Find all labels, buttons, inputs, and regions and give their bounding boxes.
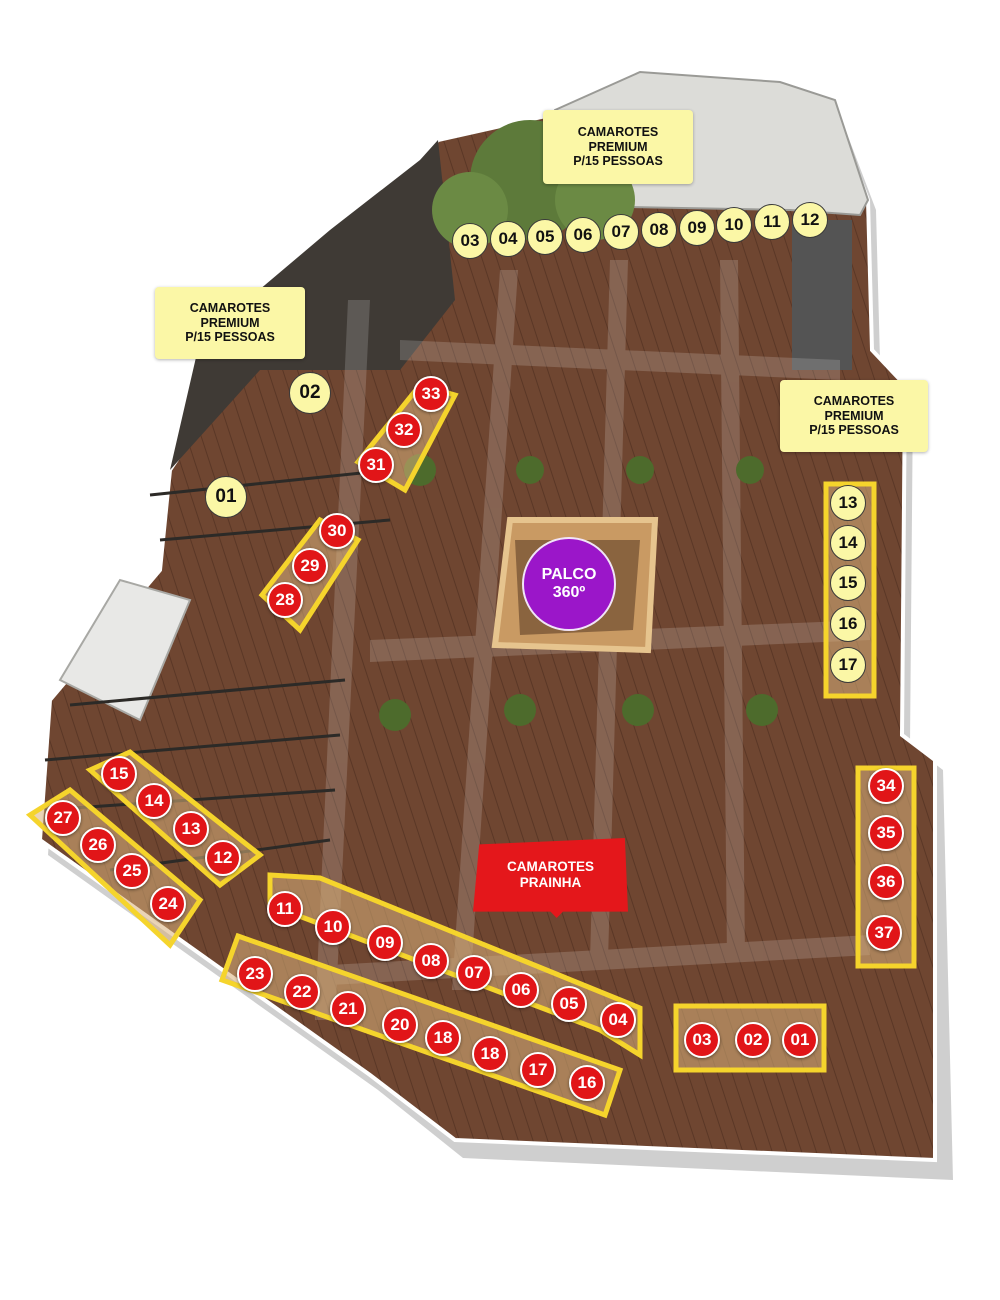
prainha-box-marker[interactable]: 36 <box>868 864 904 900</box>
prainha-box-marker[interactable]: 26 <box>80 827 116 863</box>
premium-box-marker[interactable]: 04 <box>490 221 526 257</box>
prainha-box-marker[interactable]: 14 <box>136 783 172 819</box>
premium-box-marker[interactable]: 12 <box>792 202 828 238</box>
prainha-box-marker[interactable]: 20 <box>382 1007 418 1043</box>
prainha-box-marker[interactable]: 30 <box>319 513 355 549</box>
callout-prainha: CAMAROTES PRAINHA <box>473 838 628 918</box>
premium-box-marker[interactable]: 16 <box>830 606 866 642</box>
premium-box-marker[interactable]: 17 <box>830 647 866 683</box>
prainha-box-marker[interactable]: 13 <box>173 811 209 847</box>
prainha-box-marker[interactable]: 21 <box>330 991 366 1027</box>
callout-line: PREMIUM <box>588 139 648 154</box>
prainha-box-marker[interactable]: 08 <box>413 943 449 979</box>
prainha-box-marker[interactable]: 15 <box>101 756 137 792</box>
callout-line: PREMIUM <box>824 408 884 423</box>
prainha-box-marker[interactable]: 16 <box>569 1065 605 1101</box>
prainha-box-marker[interactable]: 06 <box>503 972 539 1008</box>
prainha-box-marker[interactable]: 29 <box>292 548 328 584</box>
premium-box-marker[interactable]: 11 <box>754 204 790 240</box>
prainha-box-marker[interactable]: 05 <box>551 986 587 1022</box>
premium-box-marker[interactable]: 15 <box>830 565 866 601</box>
callout-line: PRAINHA <box>519 875 582 890</box>
prainha-box-marker[interactable]: 22 <box>284 974 320 1010</box>
callout-line: CAMAROTES <box>189 301 271 316</box>
prainha-box-marker[interactable]: 34 <box>868 768 904 804</box>
prainha-box-marker[interactable]: 02 <box>735 1022 771 1058</box>
callout-line: PREMIUM <box>200 315 260 330</box>
callout-line: CAMAROTES <box>507 859 594 875</box>
callout-premium-top: CAMAROTES PREMIUM P/15 PESSOAS <box>543 110 693 184</box>
prainha-box-marker[interactable]: 10 <box>315 909 351 945</box>
prainha-box-marker[interactable]: 03 <box>684 1022 720 1058</box>
prainha-box-marker[interactable]: 09 <box>367 925 403 961</box>
premium-box-marker[interactable]: 13 <box>830 485 866 521</box>
prainha-box-marker[interactable]: 28 <box>267 582 303 618</box>
prainha-box-marker[interactable]: 31 <box>358 447 394 483</box>
staircase <box>792 220 852 370</box>
callout-line: CAMAROTES <box>577 125 659 140</box>
prainha-box-marker[interactable]: 01 <box>782 1022 818 1058</box>
callout-premium-right: CAMAROTES PREMIUM P/15 PESSOAS <box>780 380 928 452</box>
stage-badge[interactable]: PALCO 360º <box>522 537 616 631</box>
callout-line: P/15 PESSOAS <box>185 330 275 345</box>
callout-premium-left: CAMAROTES PREMIUM P/15 PESSOAS <box>155 287 305 359</box>
prainha-box-marker[interactable]: 33 <box>413 376 449 412</box>
premium-box-marker[interactable]: 03 <box>452 223 488 259</box>
prainha-box-marker[interactable]: 32 <box>386 412 422 448</box>
stage-label: PALCO <box>541 565 597 583</box>
prainha-box-marker[interactable]: 25 <box>114 853 150 889</box>
premium-box-marker[interactable]: 02 <box>289 372 331 414</box>
stage-label: 360º <box>552 584 586 601</box>
prainha-box-marker[interactable]: 17 <box>520 1052 556 1088</box>
prainha-box-marker[interactable]: 18 <box>472 1036 508 1072</box>
premium-box-marker[interactable]: 06 <box>565 217 601 253</box>
callout-line: P/15 PESSOAS <box>809 423 899 438</box>
kiosk <box>58 578 192 722</box>
prainha-box-marker[interactable]: 12 <box>205 840 241 876</box>
prainha-box-marker[interactable]: 27 <box>45 800 81 836</box>
premium-box-marker[interactable]: 01 <box>205 476 247 518</box>
prainha-box-marker[interactable]: 07 <box>456 955 492 991</box>
prainha-box-marker[interactable]: 24 <box>150 886 186 922</box>
premium-box-marker[interactable]: 08 <box>641 212 677 248</box>
prainha-box-marker[interactable]: 18 <box>425 1020 461 1056</box>
callout-line: CAMAROTES <box>813 394 895 409</box>
premium-box-marker[interactable]: 10 <box>716 207 752 243</box>
prainha-box-marker[interactable]: 37 <box>866 915 902 951</box>
prainha-box-marker[interactable]: 23 <box>237 956 273 992</box>
premium-box-marker[interactable]: 07 <box>603 214 639 250</box>
prainha-box-marker[interactable]: 04 <box>600 1002 636 1038</box>
premium-box-marker[interactable]: 09 <box>679 210 715 246</box>
premium-box-marker[interactable]: 05 <box>527 219 563 255</box>
prainha-box-marker[interactable]: 11 <box>267 891 303 927</box>
premium-box-marker[interactable]: 14 <box>830 525 866 561</box>
callout-line: P/15 PESSOAS <box>573 154 663 169</box>
prainha-box-marker[interactable]: 35 <box>868 815 904 851</box>
upper-terrace <box>170 140 455 470</box>
